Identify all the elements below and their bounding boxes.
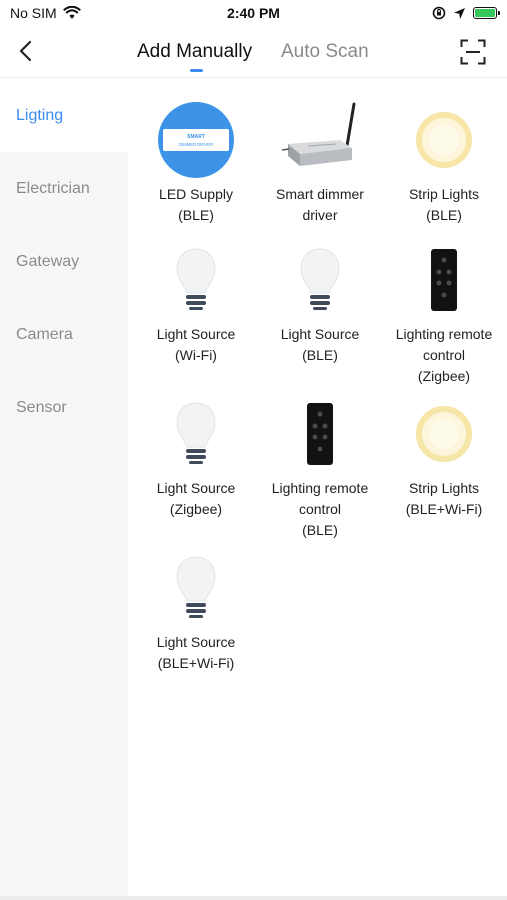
sidebar-item-sensor[interactable]: Sensor	[16, 398, 67, 416]
carrier-label: No SIM	[10, 5, 57, 21]
status-bar: No SIM 2:40 PM	[0, 0, 507, 28]
back-button[interactable]	[12, 38, 38, 64]
sidebar-item-gateway[interactable]: Gateway	[16, 252, 80, 270]
orientation-lock-icon	[432, 6, 446, 20]
dimmer-driver-icon	[280, 100, 360, 180]
bulb-icon	[156, 394, 236, 474]
status-right	[432, 6, 500, 20]
sidebar-item-lighting[interactable]: Ligting	[0, 79, 128, 152]
wifi-icon	[62, 6, 81, 19]
active-tab-indicator	[190, 69, 203, 72]
tab-auto-scan[interactable]: Auto Scan	[281, 41, 369, 62]
status-time: 2:40 PM	[227, 5, 280, 21]
remote-control-icon	[404, 240, 484, 320]
scan-icon	[460, 39, 486, 65]
category-sidebar: Ligting Electrician Gateway Camera Senso…	[0, 79, 128, 900]
device-label: Strip Lights (BLE)	[408, 186, 480, 223]
device-lighting-remote-ble[interactable]: Lighting remote control (BLE)	[258, 394, 382, 541]
device-led-supply-ble[interactable]: SMART DIMMER DRIVER LED Supply (BLE)	[134, 100, 258, 226]
device-light-source-zigbee[interactable]: Light Source (Zigbee)	[134, 394, 258, 520]
device-label: Light Source (Wi-Fi)	[156, 326, 236, 363]
led-supply-icon: SMART DIMMER DRIVER	[156, 100, 236, 180]
sidebar-item-electrician[interactable]: Electrician	[16, 179, 90, 197]
led-badge-line2: DIMMER DRIVER	[179, 142, 213, 147]
scan-button[interactable]	[460, 39, 486, 65]
battery-fill	[475, 9, 495, 17]
chevron-left-icon	[19, 40, 32, 62]
device-label: LED Supply (BLE)	[159, 186, 233, 223]
bottom-edge	[0, 896, 507, 900]
strip-lights-icon	[404, 394, 484, 474]
led-badge-line1: SMART	[187, 134, 205, 140]
battery-icon	[473, 7, 500, 19]
device-light-source-ble-wifi[interactable]: Light Source (BLE+Wi-Fi)	[134, 548, 258, 674]
location-arrow-icon	[454, 7, 465, 19]
device-strip-lights-ble[interactable]: Strip Lights (BLE)	[382, 100, 506, 226]
remote-control-icon	[280, 394, 360, 474]
device-light-source-ble[interactable]: Light Source (BLE)	[258, 240, 382, 366]
bulb-icon	[280, 240, 360, 320]
bulb-icon	[156, 240, 236, 320]
strip-lights-icon	[404, 100, 484, 180]
sidebar-item-camera[interactable]: Camera	[16, 325, 73, 343]
device-label: Strip Lights (BLE+Wi-Fi)	[405, 480, 483, 517]
device-label: Light Source (BLE+Wi-Fi)	[156, 634, 236, 671]
nav-bar: Add Manually Auto Scan	[0, 28, 507, 78]
device-lighting-remote-zigbee[interactable]: Lighting remote control (Zigbee)	[382, 240, 506, 387]
device-light-source-wifi[interactable]: Light Source (Wi-Fi)	[134, 240, 258, 366]
device-strip-lights-ble-wifi[interactable]: Strip Lights (BLE+Wi-Fi)	[382, 394, 506, 520]
device-label: Light Source (BLE)	[280, 326, 360, 363]
tab-add-manually[interactable]: Add Manually	[137, 41, 253, 62]
device-smart-dimmer-driver[interactable]: Smart dimmer driver	[258, 100, 382, 226]
device-label: Lighting remote control (BLE)	[271, 480, 369, 538]
status-left: No SIM	[10, 5, 81, 21]
device-label: Light Source (Zigbee)	[156, 480, 236, 517]
device-label: Lighting remote control (Zigbee)	[395, 326, 493, 384]
device-label: Smart dimmer driver	[276, 186, 364, 223]
bulb-icon	[156, 548, 236, 628]
